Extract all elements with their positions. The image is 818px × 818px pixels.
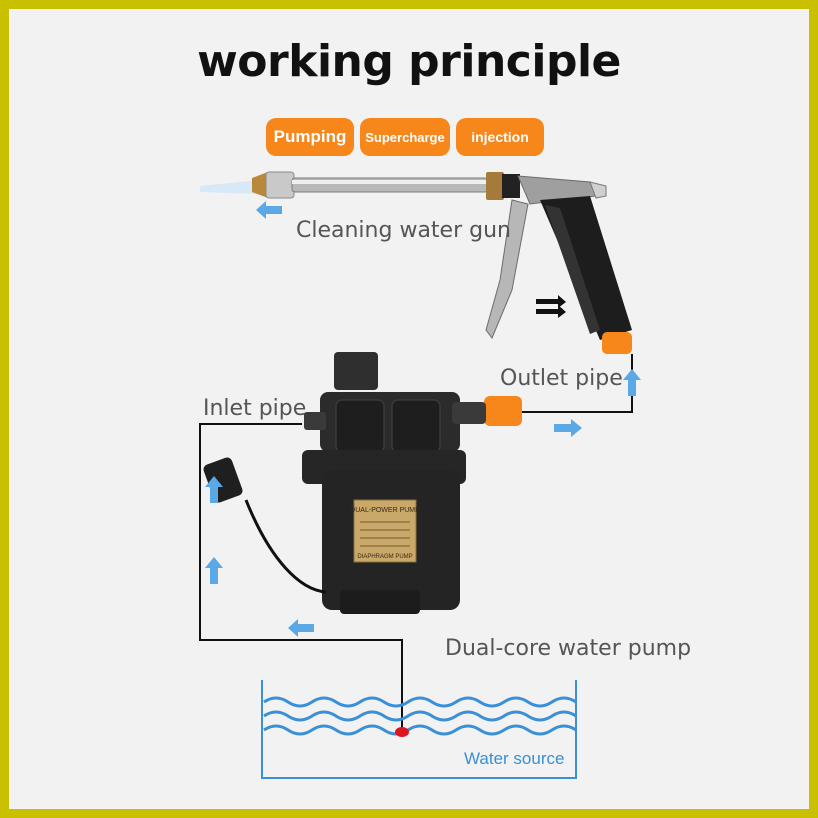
label-water-source: Water source bbox=[464, 749, 565, 768]
label-outlet-pipe: Outlet pipe bbox=[500, 366, 623, 391]
water-tank bbox=[261, 680, 577, 779]
label-dual-core-water-pump: Dual-core water pump bbox=[445, 636, 692, 661]
pump-plate-bottom: DIAPHRAGM PUMP bbox=[357, 554, 412, 560]
gun-fitting bbox=[602, 332, 632, 354]
arrow-left-icon bbox=[288, 619, 314, 637]
inlet-filter-dot bbox=[395, 727, 409, 737]
label-cleaning-water-gun: Cleaning water gun bbox=[296, 218, 511, 243]
trigger-arrows-icon bbox=[536, 295, 566, 318]
stage-pill-supercharge: Supercharge bbox=[360, 118, 450, 156]
stage-pill-pumping: Pumping bbox=[266, 118, 354, 156]
label-inlet-pipe: Inlet pipe bbox=[203, 396, 307, 421]
arrow-up-icon bbox=[205, 476, 223, 503]
flow-arrows bbox=[205, 201, 641, 637]
outlet-fitting bbox=[484, 396, 522, 426]
spray-mist bbox=[200, 180, 260, 194]
arrow-up-icon bbox=[623, 369, 641, 396]
arrow-left-icon bbox=[256, 201, 282, 219]
arrow-up-icon bbox=[205, 557, 223, 584]
water-gun-illustration bbox=[252, 171, 632, 340]
pump-illustration: DUAL-POWER PUMP DIAPHRAGM PUMP bbox=[302, 352, 486, 614]
stage-pill-injection: injection bbox=[456, 118, 544, 156]
page-title: working principle bbox=[197, 36, 621, 87]
arrow-right-icon bbox=[554, 419, 582, 437]
pump-plate-top: DUAL-POWER PUMP bbox=[350, 507, 420, 514]
